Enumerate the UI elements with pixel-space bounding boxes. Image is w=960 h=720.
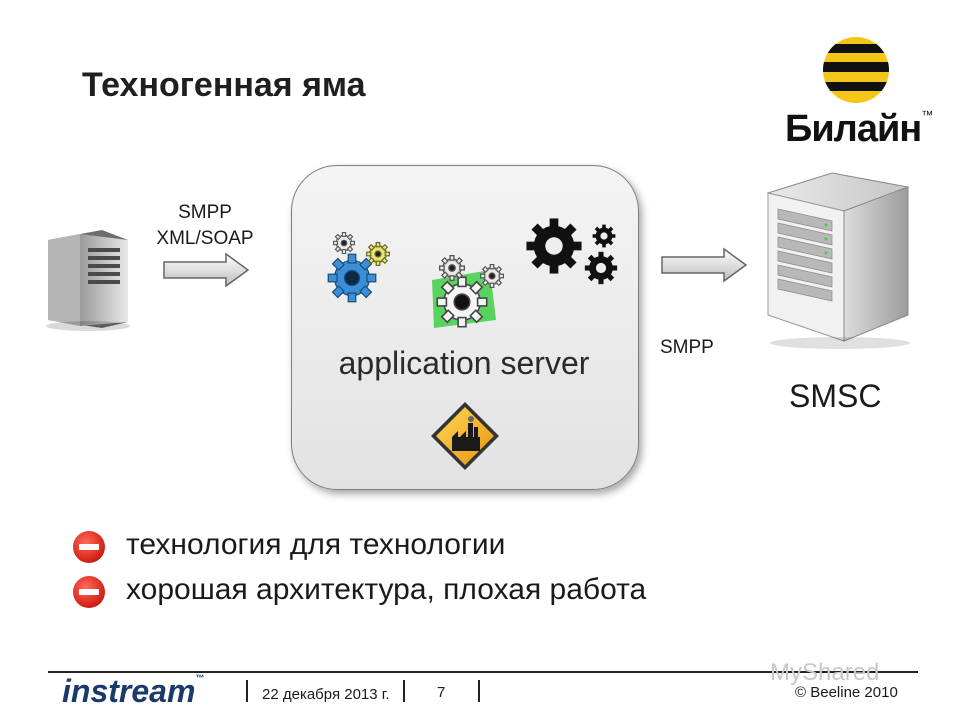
- client-server-icon: [46, 230, 130, 331]
- bullet-text: хорошая архитектура, плохая работа: [126, 573, 647, 606]
- page-number: 7: [437, 684, 446, 701]
- smsc-label: SMSC: [789, 378, 882, 414]
- brand-tm: ™: [921, 108, 933, 122]
- arrow-out-icon: [661, 247, 748, 283]
- beeline-wordmark: Билайн™: [785, 108, 933, 151]
- footer-separator: [478, 680, 480, 702]
- outbound-protocol: SMPP: [660, 337, 714, 358]
- watermark-text: MyShared: [770, 659, 880, 686]
- slide-title: Техногенная яма: [82, 66, 366, 104]
- bullet-item: хорошая архитектура, плохая работа: [70, 573, 870, 613]
- arrow-in-icon: [163, 252, 250, 288]
- footer-separator: [403, 680, 405, 702]
- footer-separator: [246, 680, 248, 702]
- hazard-factory-icon: [431, 402, 499, 470]
- footer-logo-tm: ™: [195, 673, 205, 683]
- bullet-item: технология для технологии: [70, 528, 870, 568]
- brand-word-text: Билайн: [785, 108, 922, 150]
- beeline-ball-icon: [823, 37, 889, 103]
- stop-sign-icon: [73, 531, 105, 563]
- protocol-xml-soap: XML/SOAP: [156, 228, 254, 249]
- smsc-server-icon: [766, 172, 910, 349]
- application-server-label: application server: [338, 345, 590, 381]
- stop-sign-icon: [73, 576, 105, 608]
- footer-logo-text: instream: [62, 673, 196, 709]
- protocol-smpp: SMPP: [178, 202, 232, 223]
- footer-date: 22 декабря 2013 г.: [262, 686, 390, 703]
- footer-divider: [48, 671, 918, 673]
- gears-icon: [327, 218, 618, 328]
- copyright-text: © Beeline 2010: [795, 684, 898, 701]
- beeline-logo: [780, 36, 940, 151]
- bullet-text: технология для технологии: [126, 528, 506, 561]
- inbound-protocols: SMPP XML/SOAP: [145, 200, 265, 252]
- instream-logo: instream™: [62, 673, 204, 710]
